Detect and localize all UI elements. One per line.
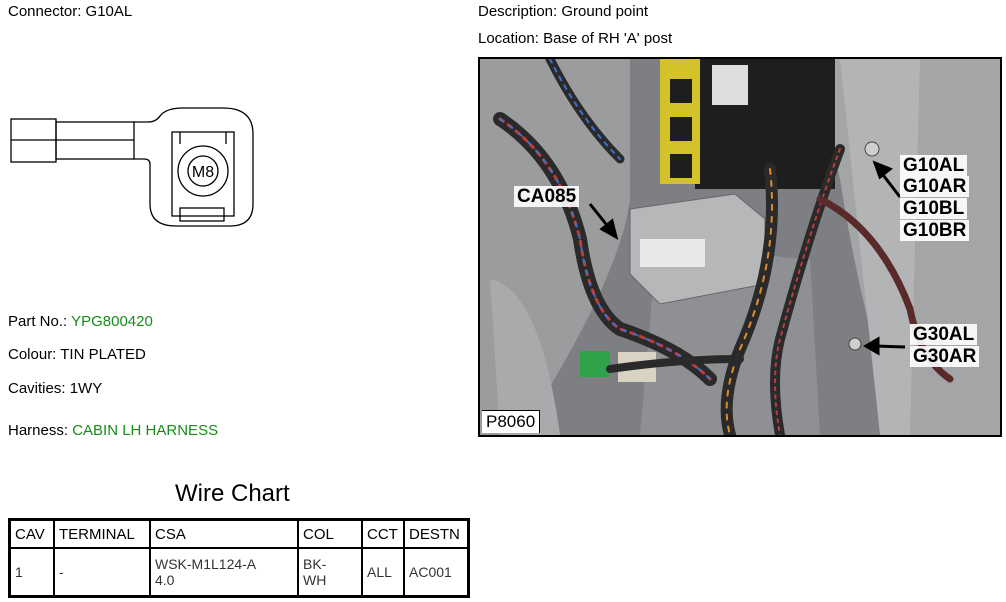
callout-g10bl: G10BL — [900, 198, 968, 219]
wire-chart-table: CAV TERMINAL CSA COL CCT DESTN 1 - WSK-M… — [8, 518, 470, 598]
description-label: Description: — [478, 3, 558, 20]
cell-col-line2: WH — [303, 572, 327, 588]
location-line: Location: Base of RH 'A' post — [478, 30, 672, 48]
description-value: Ground point — [561, 3, 649, 20]
part-no-value: YPG800420 — [71, 313, 153, 330]
callout-g10br: G10BR — [900, 220, 970, 241]
header-col: COL — [297, 518, 363, 549]
table-row: 1 - WSK-M1L124-A 4.0 BK- WH ALL AC001 — [8, 547, 470, 598]
location-label: Location: — [478, 30, 539, 47]
callout-g10al: G10AL — [900, 155, 968, 176]
cell-destn: AC001 — [403, 547, 470, 598]
cell-cct: ALL — [361, 547, 405, 598]
colour-value: TIN PLATED — [60, 346, 146, 363]
cell-col: BK- WH — [297, 547, 363, 598]
harness-value: CABIN LH HARNESS — [72, 422, 219, 439]
connector-label: Connector: — [8, 3, 82, 20]
cavities-label: Cavities: — [8, 380, 66, 397]
callout-g30al: G30AL — [910, 324, 978, 345]
cell-csa: WSK-M1L124-A 4.0 — [149, 547, 299, 598]
header-terminal: TERMINAL — [53, 518, 151, 549]
colour-label: Colour: — [8, 346, 57, 363]
description-line: Description: Ground point — [478, 3, 648, 21]
header-cav: CAV — [8, 518, 55, 549]
ring-terminal-drawing: M8 — [10, 107, 254, 227]
header-csa: CSA — [149, 518, 299, 549]
colour-line: Colour: TIN PLATED — [8, 346, 146, 364]
callout-ca085: CA085 — [514, 186, 580, 207]
photo-id-label: P8060 — [482, 410, 541, 433]
connector-line: Connector: G10AL — [8, 3, 132, 21]
cell-cav: 1 — [8, 547, 55, 598]
header-destn: DESTN — [403, 518, 470, 549]
cavities-line: Cavities: 1WY — [8, 380, 102, 398]
harness-label: Harness: — [8, 422, 69, 439]
connector-value: G10AL — [85, 3, 133, 20]
callout-g30ar: G30AR — [910, 346, 980, 367]
cell-csa-line2: 4.0 — [155, 572, 175, 588]
header-cct: CCT — [361, 518, 405, 549]
wire-chart-title: Wire Chart — [175, 480, 290, 507]
harness-line: Harness: CABIN LH HARNESS — [8, 422, 218, 440]
cell-csa-line1: WSK-M1L124-A — [155, 556, 257, 572]
cell-col-line1: BK- — [303, 556, 327, 572]
callout-g10ar: G10AR — [900, 176, 970, 197]
part-no-label: Part No.: — [8, 313, 68, 330]
part-no-line: Part No.: YPG800420 — [8, 313, 153, 331]
cavities-value: 1WY — [69, 380, 103, 397]
location-value: Base of RH 'A' post — [543, 30, 673, 47]
location-photo-illustration — [480, 59, 1000, 435]
wire-chart-header-row: CAV TERMINAL CSA COL CCT DESTN — [8, 518, 470, 549]
cell-terminal: - — [53, 547, 151, 598]
location-photo: CA085 G10AL G10AR G10BL G10BR G30AL G30A… — [478, 57, 1002, 437]
stud-size-label: M8 — [192, 164, 214, 181]
